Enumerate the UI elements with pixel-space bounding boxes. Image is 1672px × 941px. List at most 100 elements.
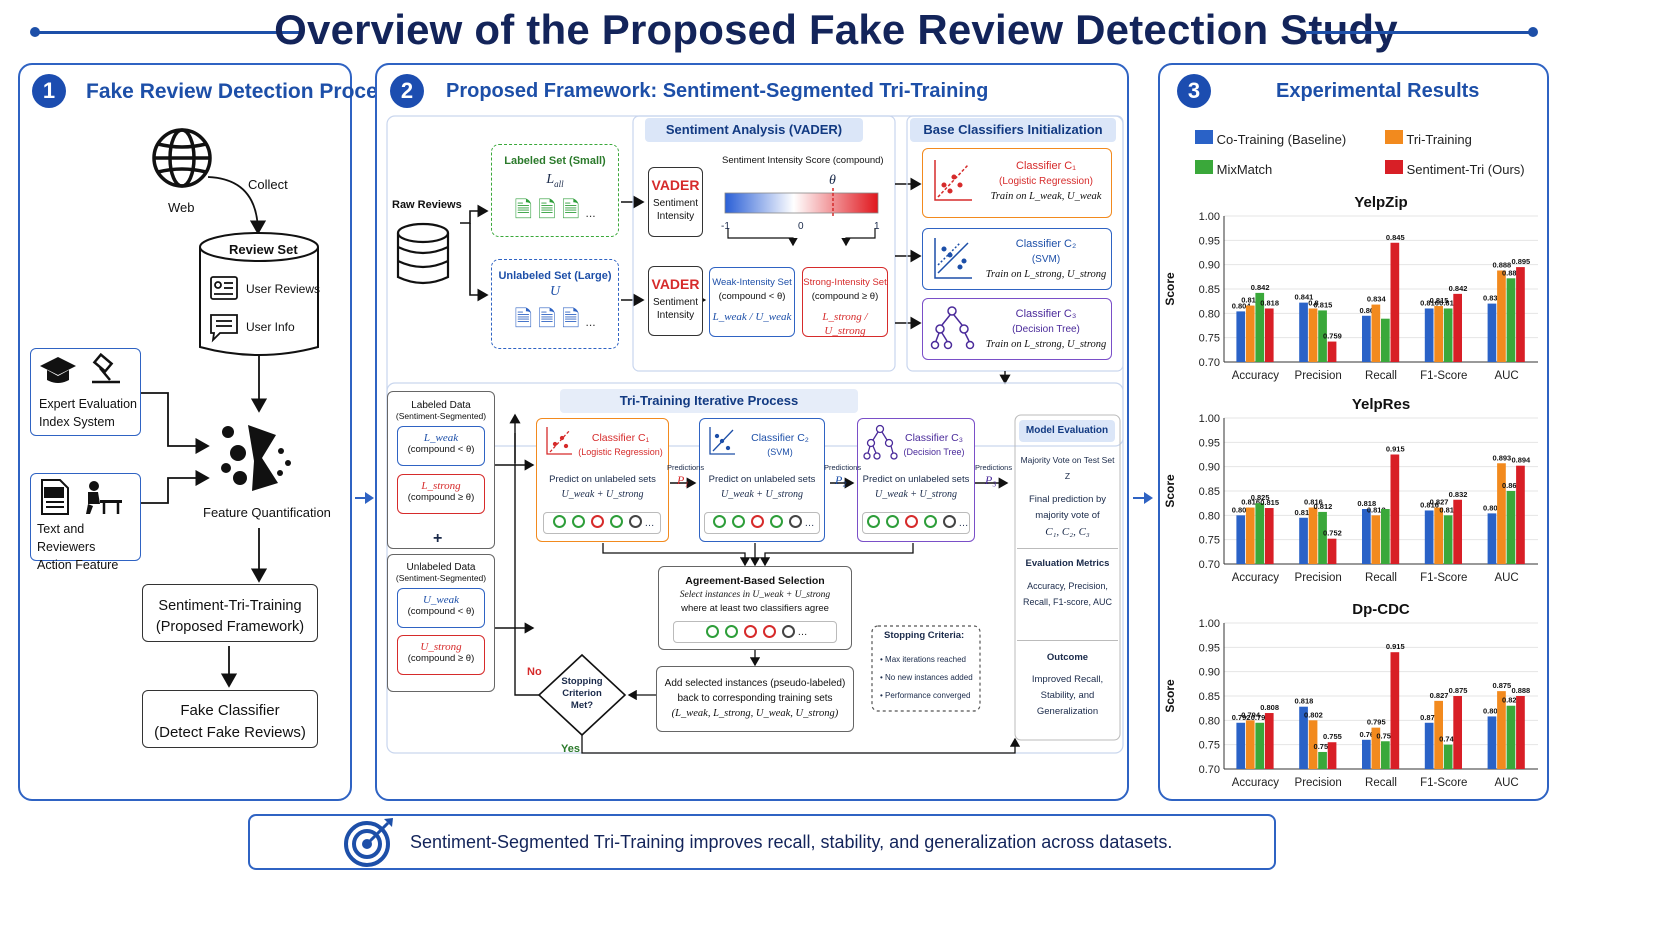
predictions-label-3: Predictions [975, 463, 1013, 472]
bar [1362, 739, 1371, 769]
x-tick-label: Precision [1295, 572, 1342, 584]
theta-label: θ [829, 173, 836, 188]
fc-line1: Fake Classifier [180, 702, 280, 719]
vader-title-1: VADER [651, 177, 700, 193]
y-axis-label: Score [1163, 679, 1177, 713]
data-label: 0.816 [1304, 498, 1323, 507]
bar [1443, 515, 1453, 564]
x-tick-label: Accuracy [1232, 572, 1280, 584]
stt-line2: (Proposed Framework) [155, 619, 305, 635]
x-tick-label: Recall [1365, 370, 1397, 382]
unlabeled-doc-icons: 🗎🗎🗎... [514, 306, 596, 331]
title-right-line [1306, 31, 1531, 34]
y-tick-label: 0.70 [1199, 764, 1220, 776]
bar [1497, 463, 1506, 564]
chart-title: YelpZip [1354, 194, 1407, 211]
y-tick-label: 1.00 [1199, 413, 1220, 425]
data-label: 0.818 [1260, 298, 1279, 307]
data-label: 0.802 [1304, 710, 1323, 719]
data-label: 0.815 [1430, 296, 1449, 305]
y-tick-label: 0.80 [1199, 308, 1220, 320]
chart-title: Dp-CDC [1352, 601, 1410, 618]
data-label: 0.816 [1241, 296, 1260, 305]
bar [1327, 742, 1337, 769]
lstrong-box: L_strong(compound ≥ θ) [397, 474, 485, 514]
y-tick-label: 0.85 [1199, 284, 1220, 296]
data-label: 0.875 [1449, 686, 1468, 695]
bar [1308, 308, 1318, 362]
bar [1299, 706, 1308, 769]
data-label: 0.804 [1483, 503, 1503, 512]
data-label: 0.792 [1251, 713, 1270, 722]
data-label: 0.813 [1367, 505, 1386, 514]
bar [1371, 515, 1381, 564]
panel1-title: Fake Review Detection Process [86, 80, 402, 103]
x-tick-label: Recall [1365, 572, 1397, 584]
bar [1255, 292, 1265, 362]
legend-swatch [1385, 160, 1403, 174]
decision-tree-icon [930, 306, 975, 350]
panel2-title: Proposed Framework: Sentiment-Segmented … [446, 80, 989, 102]
text-line1: Text and Reviewers [37, 522, 96, 554]
labeled-doc-icons: 🗎🗎🗎... [514, 196, 596, 222]
bar [1516, 696, 1525, 769]
bar [1362, 509, 1371, 564]
x-tick-label: Accuracy [1232, 777, 1280, 789]
data-label: 0.888 [1492, 261, 1511, 270]
unlabeled-data-box: Unlabeled Data (Sentiment-Segmented) U_w… [387, 554, 495, 692]
data-label: 0.800 [1232, 505, 1251, 514]
data-label: 0.865 [1502, 481, 1521, 490]
model-evaluation-header: Model Evaluation [1019, 420, 1115, 442]
chart-title: YelpRes [1352, 396, 1410, 413]
data-label: 0.893 [1492, 453, 1511, 462]
data-label: 0.875 [1420, 713, 1439, 722]
x-tick-label: F1-Score [1420, 572, 1467, 584]
bar [1318, 310, 1327, 362]
x-tick-label: AUC [1494, 572, 1518, 584]
x-tick-label: F1-Score [1420, 370, 1467, 382]
chart-yelpzip: YelpZipScore0.700.750.800.850.900.951.00… [1163, 194, 1538, 382]
iter-logistic-icon [546, 427, 572, 455]
base-classifiers-header: Base Classifiers Initialization [910, 118, 1116, 142]
y-tick-label: 0.75 [1199, 740, 1220, 752]
labeled-set-title: Labeled Set (Small) [504, 155, 606, 167]
tick-neg1: -1 [721, 221, 730, 232]
raw-reviews-label: Raw Reviews [392, 199, 462, 211]
intensity-score-label: Sentiment Intensity Score (compound) [722, 155, 884, 166]
model-eval-divider-2 [1017, 640, 1118, 641]
c3-prediction-circles: … [862, 512, 970, 534]
title-left-line [35, 31, 300, 34]
data-label: 0.815 [1314, 300, 1333, 309]
feature-quantification-label: Feature Quantification [203, 505, 331, 520]
data-label: 0.816 [1420, 298, 1439, 307]
data-label: 0.888 [1511, 686, 1530, 695]
c2-predict-text: Predict on unlabeled sets U_weak + U_str… [708, 474, 816, 500]
legend-tri-training: Tri-Training [1385, 130, 1585, 147]
stt-line1: Sentiment-Tri-Training [158, 598, 302, 614]
bar [1327, 538, 1337, 564]
bar [1381, 509, 1390, 564]
footer-banner [248, 814, 1276, 870]
data-label: 0.812 [1314, 502, 1333, 511]
data-label: 0.845 [1386, 233, 1405, 242]
x-tick-label: Precision [1295, 777, 1342, 789]
bar [1434, 700, 1443, 769]
data-label: 0.810 [1295, 508, 1314, 517]
p1-label: P₁ [677, 473, 689, 487]
data-label: 0.824 [1502, 696, 1522, 705]
model-evaluation-text: Majority Vote on Test Set Z Final predic… [1020, 455, 1115, 538]
bar [1497, 270, 1506, 362]
c1-prediction-circles: … [543, 512, 661, 534]
y-tick-label: 0.90 [1199, 260, 1220, 272]
data-label: 0.792 [1232, 713, 1251, 722]
x-tick-label: F1-Score [1420, 777, 1467, 789]
bar [1245, 720, 1255, 769]
bar [1506, 278, 1516, 362]
x-tick-label: Recall [1365, 777, 1397, 789]
yes-label: Yes [561, 743, 580, 755]
y-tick-label: 0.80 [1199, 715, 1220, 727]
bar [1245, 507, 1255, 564]
data-label: 0.818 [1357, 499, 1376, 508]
data-label: 0.825 [1251, 493, 1270, 502]
logistic-regression-icon [934, 160, 972, 201]
